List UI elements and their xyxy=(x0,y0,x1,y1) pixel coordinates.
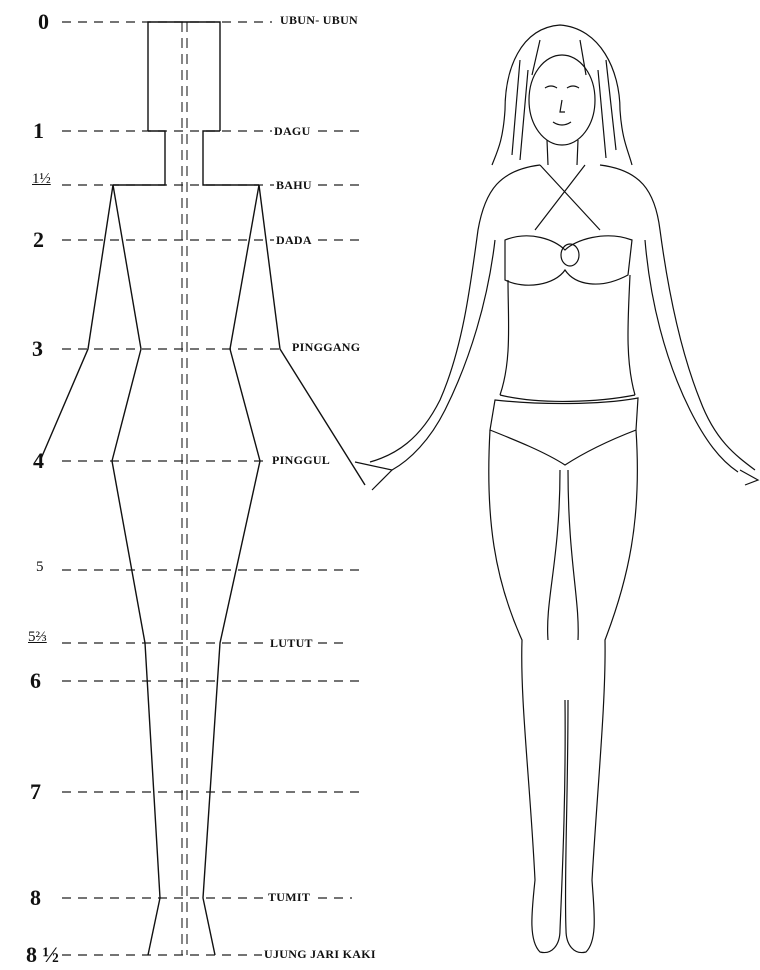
body-right-outer xyxy=(259,185,365,485)
hair-sketch xyxy=(492,25,632,165)
level-number-7: 7 xyxy=(30,781,41,803)
label-tumit: TUMIT xyxy=(266,891,312,903)
center-guides xyxy=(182,22,187,955)
level-number-4: 4 xyxy=(33,450,44,472)
level-number-5-two-thirds: 5⅔ xyxy=(28,630,47,645)
body-left-outer xyxy=(40,185,113,461)
level-number-5: 5 xyxy=(36,560,44,575)
label-dada: DADA xyxy=(274,234,314,246)
torso-right xyxy=(628,275,635,395)
label-bahu: BAHU xyxy=(274,179,314,191)
level-number-1: 1 xyxy=(33,120,44,142)
neck-left xyxy=(113,131,165,185)
level-number-3: 3 xyxy=(32,338,43,360)
bikini-top xyxy=(505,236,632,285)
left-arm xyxy=(370,165,540,470)
face-features xyxy=(545,86,579,125)
head-block xyxy=(148,22,220,131)
label-ubun-ubun: UBUN- UBUN xyxy=(278,14,360,26)
block-figure xyxy=(40,22,365,955)
waistband xyxy=(500,395,635,401)
right-arm xyxy=(600,165,755,472)
guide-lines xyxy=(62,22,360,955)
label-pinggul: PINGGUL xyxy=(270,454,332,466)
level-number-2: 2 xyxy=(33,229,44,251)
bikini-knot xyxy=(561,244,579,266)
label-pinggang: PINGGANG xyxy=(290,341,362,353)
body-left-inner xyxy=(112,185,160,955)
label-dagu: DAGU xyxy=(272,125,313,137)
bikini-bottom xyxy=(490,398,638,465)
neck-right xyxy=(203,131,259,185)
label-lutut: LUTUT xyxy=(268,637,315,649)
left-leg xyxy=(489,430,565,953)
level-number-8: 8 xyxy=(30,887,41,909)
level-number-8-half: 8 ½ xyxy=(26,944,59,966)
figure-sketch xyxy=(355,25,758,953)
level-number-1-half: 1½ xyxy=(32,172,51,187)
label-ujung-jari-kaki: UJUNG JARI KAKI xyxy=(262,948,378,960)
neck-halter xyxy=(535,140,600,230)
level-number-0: 0 xyxy=(38,11,49,33)
torso-left xyxy=(500,280,509,395)
right-leg xyxy=(565,430,637,953)
hands xyxy=(355,462,758,490)
level-number-6: 6 xyxy=(30,670,41,692)
